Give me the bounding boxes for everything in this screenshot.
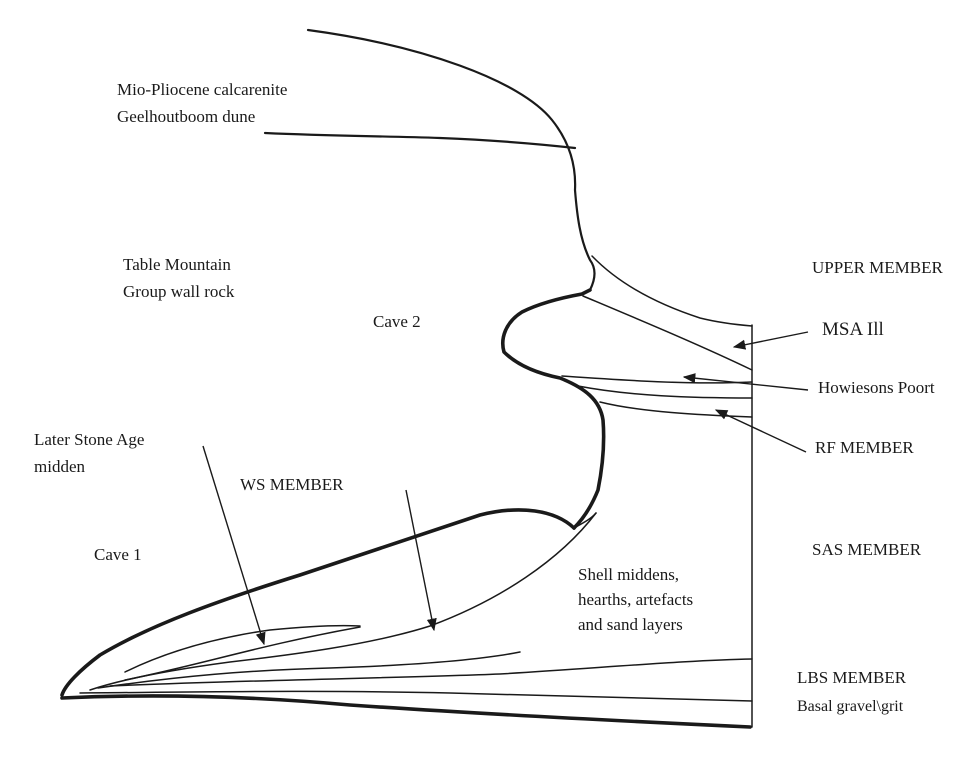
cave2-label: Cave 2 xyxy=(373,310,421,333)
cave1-label: Cave 1 xyxy=(94,543,142,566)
rf-member-arrow xyxy=(716,410,806,452)
msa3-arrow xyxy=(734,332,808,347)
table-mountain-label-line2: Group wall rock xyxy=(123,280,234,303)
table-mountain-label-line1: Table Mountain xyxy=(123,253,231,276)
shell-middens-label-line2: hearths, artefacts xyxy=(578,588,693,611)
cave2-outline xyxy=(503,290,604,528)
lsa-midden-label-line1: Later Stone Age xyxy=(34,428,144,451)
basal-gravel-label: Basal gravel\grit xyxy=(797,695,903,718)
midden-upper-boundary xyxy=(90,513,596,690)
ws-member-base xyxy=(98,652,520,688)
dune-label: Geelhoutboom dune xyxy=(117,105,255,128)
howiesons-poort-label: Howiesons Poort xyxy=(818,376,935,399)
lbs-member-label: LBS MEMBER xyxy=(797,666,906,689)
cave-floor-base xyxy=(62,696,750,727)
shell-middens-label-line3: and sand layers xyxy=(578,613,683,636)
upper-member-label: UPPER MEMBER xyxy=(812,256,943,279)
howiesons-poort-lower xyxy=(578,386,752,398)
msa3-lower-boundary xyxy=(562,376,752,383)
sas-member-label: SAS MEMBER xyxy=(812,538,921,561)
msa3-label: MSA Ill xyxy=(822,318,884,341)
dune-boundary xyxy=(265,133,575,148)
lsa-midden-label-line2: midden xyxy=(34,455,85,478)
rf-member-lower xyxy=(600,402,752,417)
ws-member-label: WS MEMBER xyxy=(240,473,343,496)
shell-middens-label-line1: Shell middens, xyxy=(578,563,679,586)
upper-member-boundary xyxy=(592,256,752,326)
cliff-top-wall xyxy=(308,30,595,290)
ws-member-arrow xyxy=(406,490,434,630)
calcarenite-label: Mio-Pliocene calcarenite xyxy=(117,78,287,101)
cave1-roof-outline xyxy=(62,510,574,695)
rf-member-label: RF MEMBER xyxy=(815,436,914,459)
msa3-upper-boundary xyxy=(583,296,752,370)
